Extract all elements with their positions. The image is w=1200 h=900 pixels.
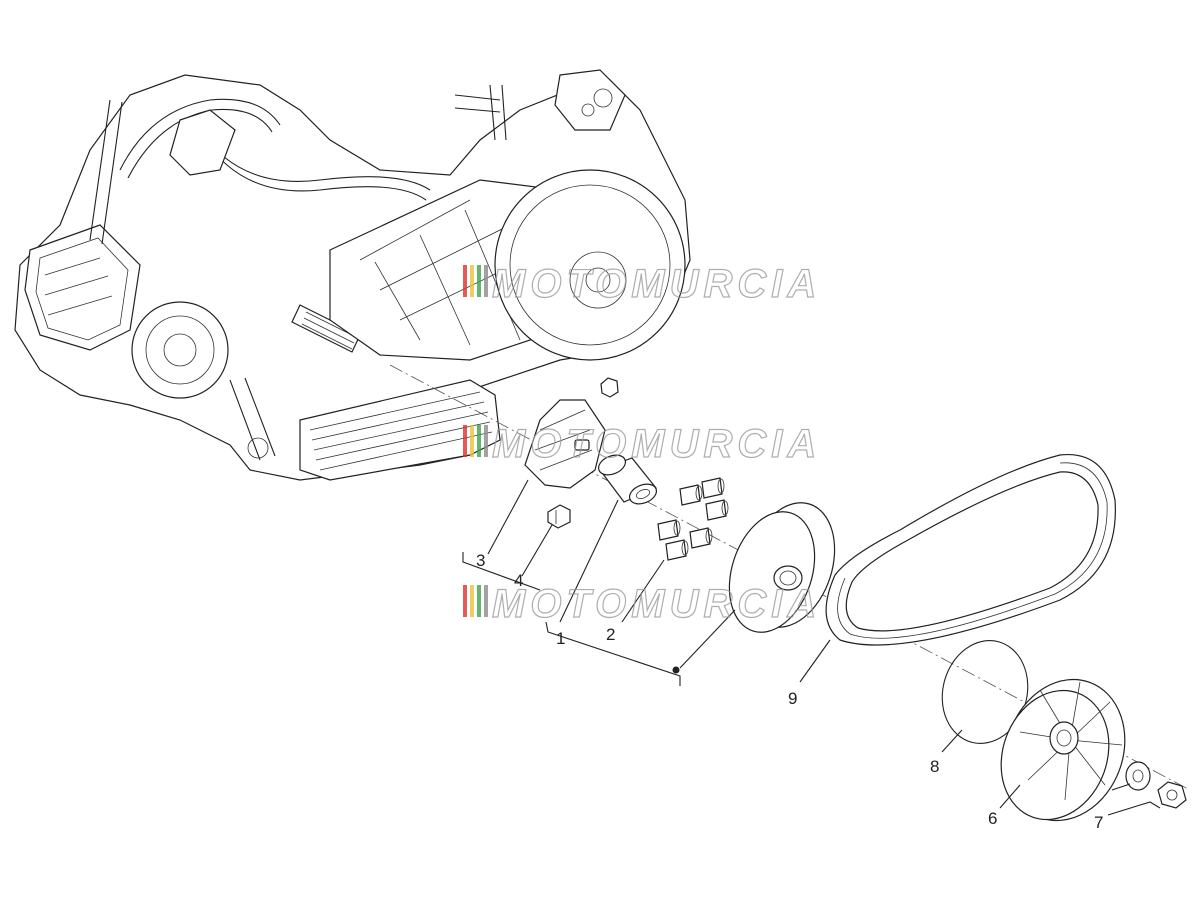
callout-9: 9 [788, 689, 797, 708]
watermark-top: MOTOMURCIA [463, 261, 821, 307]
watermark-text: MOTOMURCIA [492, 582, 821, 626]
part-slider [547, 504, 571, 529]
watermark-bottom: MOTOMURCIA [463, 581, 821, 627]
part-washer-nut [1125, 761, 1187, 809]
part-bushing [597, 454, 658, 505]
part-drive-belt [825, 453, 1116, 646]
bracket-dot [672, 666, 680, 674]
part-ramp-plate [524, 399, 606, 489]
watermark-text: MOTOMURCIA [492, 422, 821, 466]
watermark-middle: MOTOMURCIA [463, 421, 821, 467]
callout-labels: 3 4 1 2 9 8 6 7 [476, 551, 1103, 832]
callout-8: 8 [930, 757, 939, 776]
part-fan-impeller [1000, 678, 1126, 822]
callout-2: 2 [606, 625, 615, 644]
callout-6: 6 [988, 809, 997, 828]
callout-3: 3 [476, 551, 485, 570]
part-rollers [657, 477, 729, 561]
callout-7: 7 [1094, 813, 1103, 832]
part-variator-pulley [728, 502, 836, 633]
part-small-nut [600, 377, 619, 398]
engine-assembly [14, 69, 691, 481]
watermark-text: MOTOMURCIA [492, 262, 821, 306]
leader-lines [462, 479, 1161, 816]
callout-1: 1 [556, 629, 565, 648]
callout-4: 4 [514, 571, 523, 590]
